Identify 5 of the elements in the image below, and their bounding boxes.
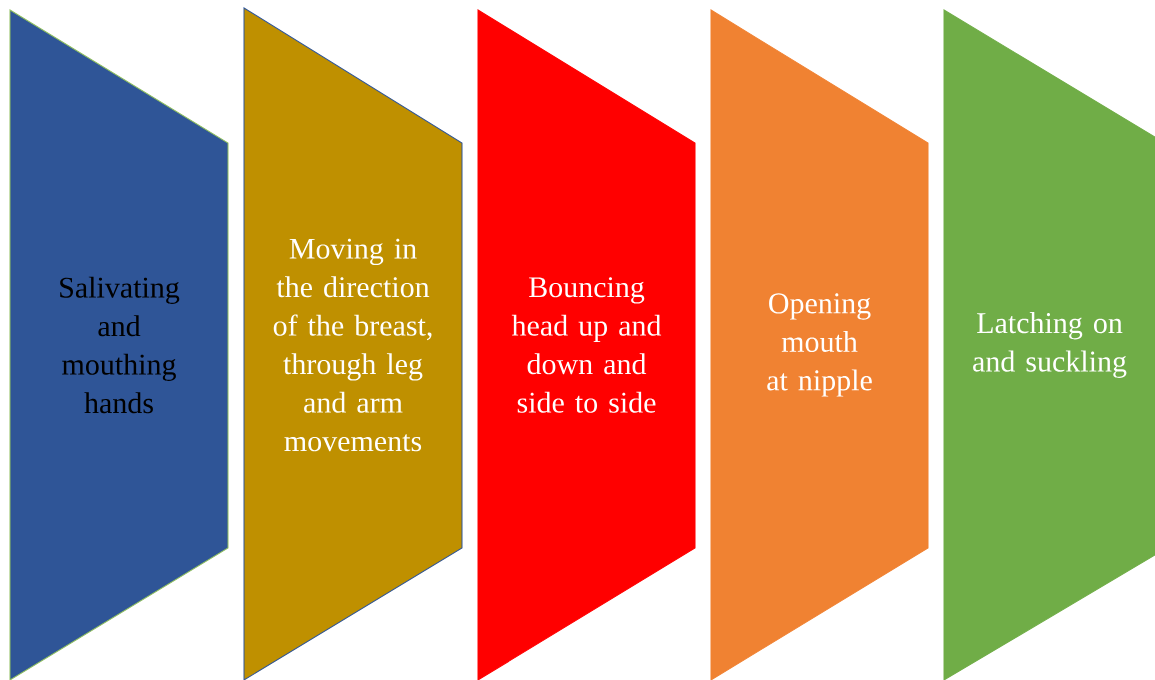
chevron-box: Bouncing head up and down and side to side [477,9,696,680]
chevron-box: Opening mouth at nipple [710,9,929,680]
chevron-box: Latching on and suckling [943,9,1155,680]
chevron-box: Moving in the direction of the breast, through leg and arm movements [243,7,463,680]
chevron-box: Salivating and mouthing hands [9,9,229,680]
